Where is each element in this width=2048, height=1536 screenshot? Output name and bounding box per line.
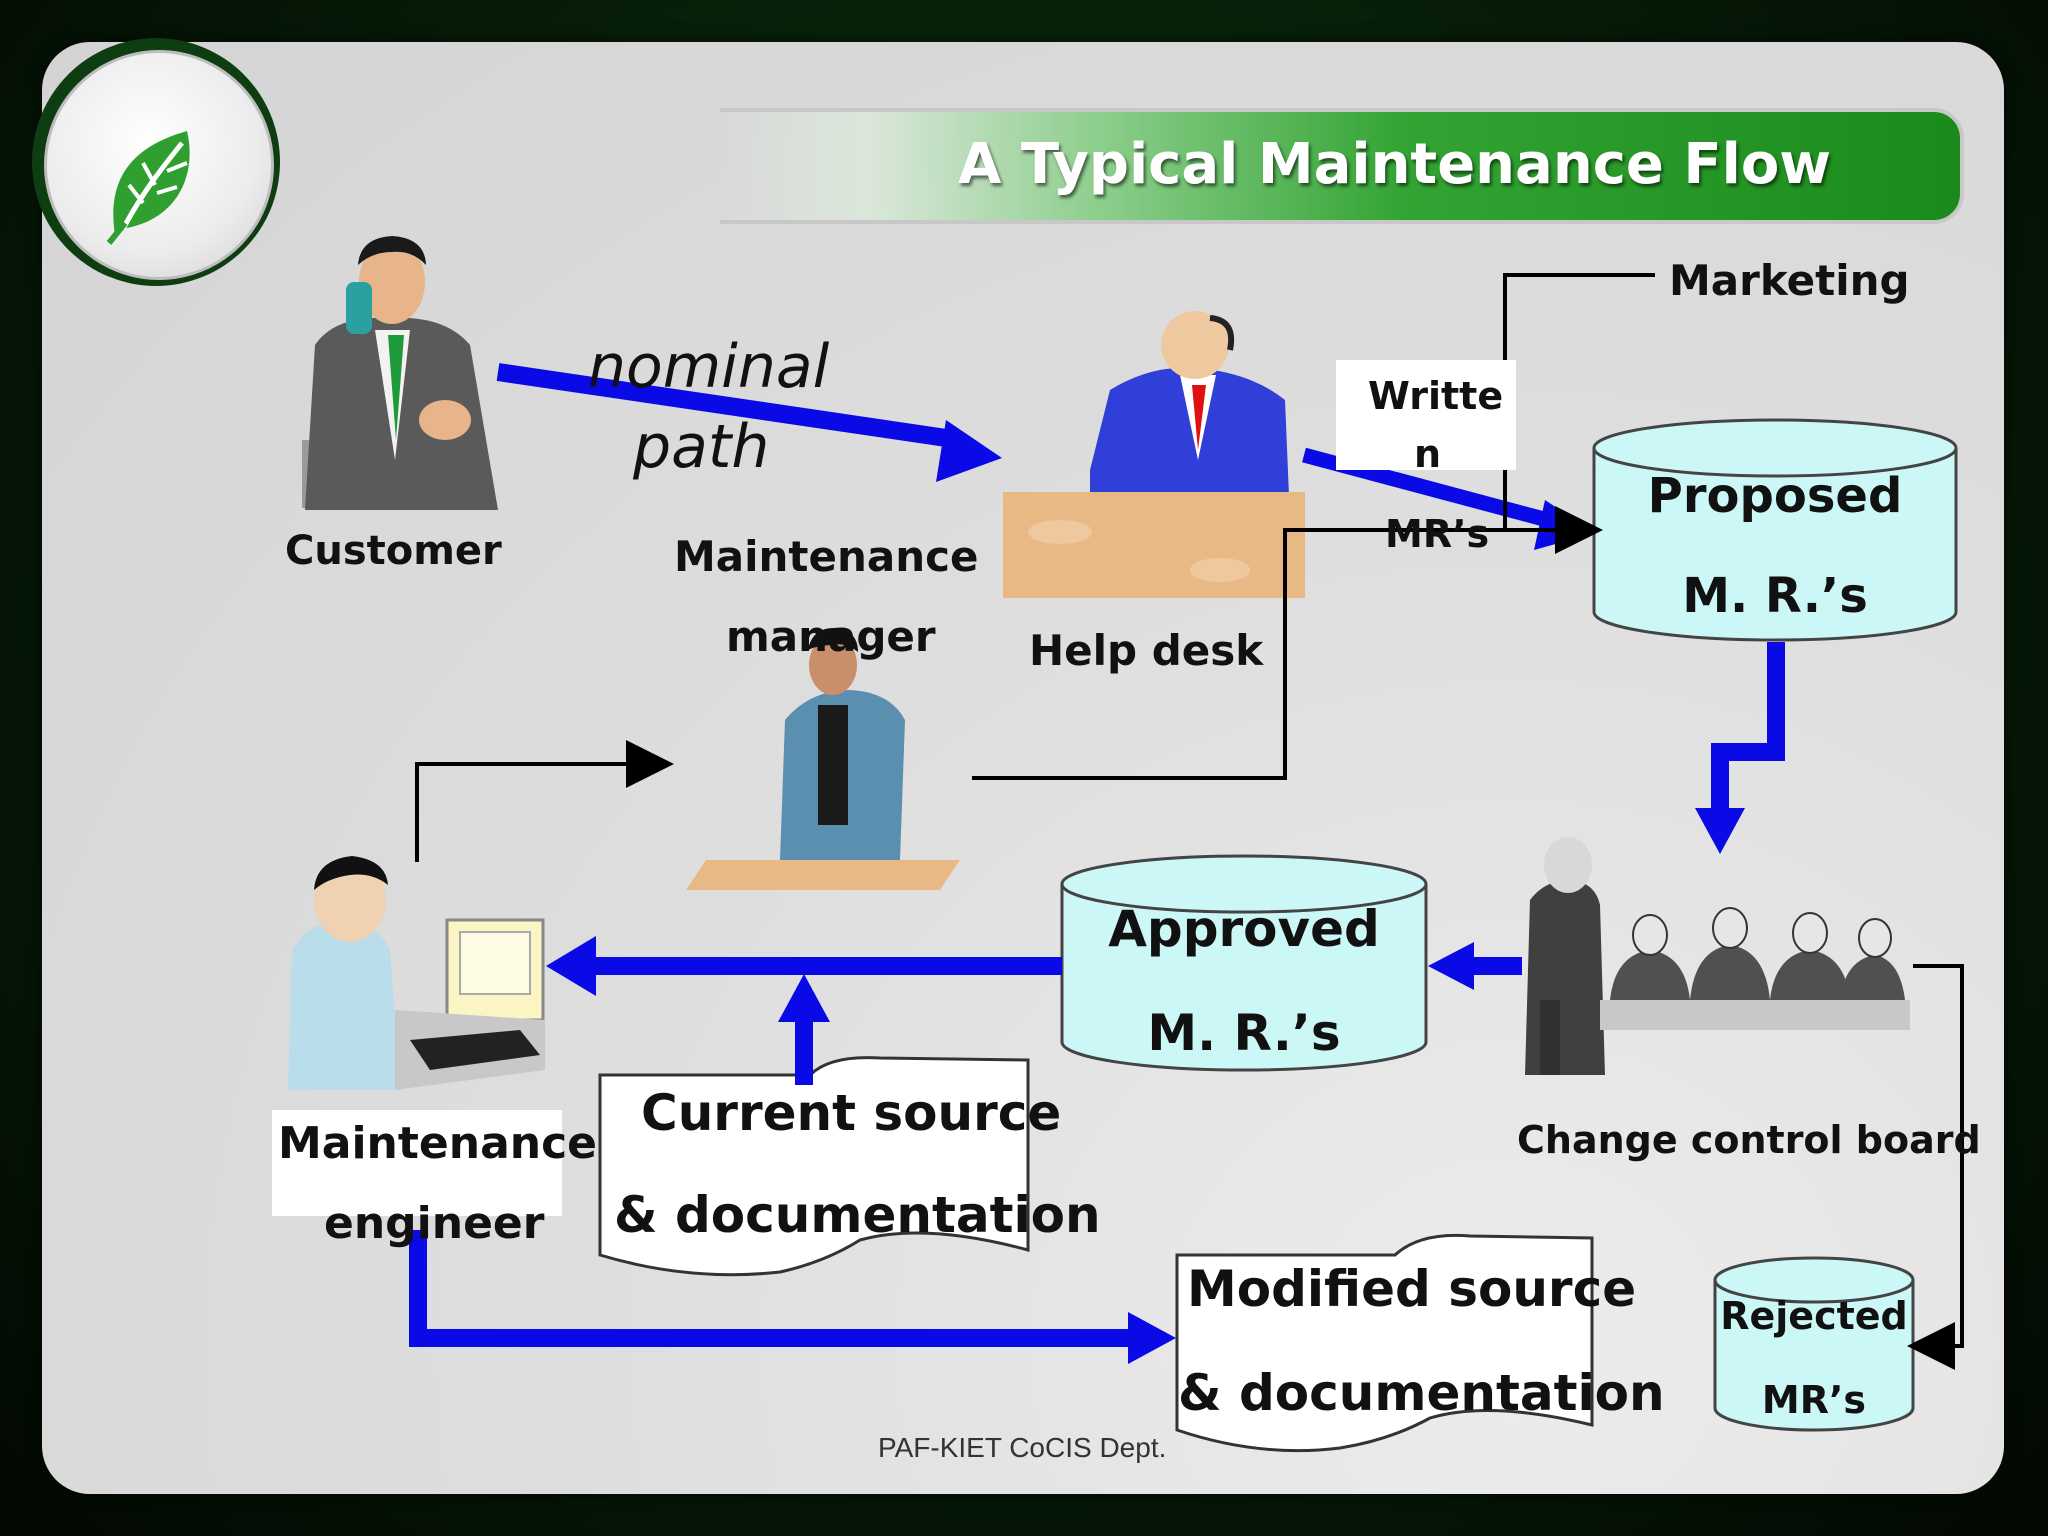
slide-title: A Typical Maintenance Flow [958,132,1832,197]
approved-mrs-cylinder [1060,854,1428,1072]
ccb-to-rejected-line [1907,964,1964,1370]
written-mrs-label-line1: Writte [1368,374,1504,418]
maintenance-engineer-label-line2: engineer [324,1198,545,1249]
rejected-mrs-label-line2: MR’s [1761,1378,1867,1422]
proposed-mrs-label-line2: M. R.’s [1682,568,1868,624]
footer-text: PAF-KIET CoCIS Dept. [878,1432,1167,1463]
manager-connector-line [972,528,1505,780]
engineer-to-modified-arrow [409,1230,1176,1364]
written-mrs-box [1336,360,1516,470]
ccb-to-approved-arrow [1428,942,1522,990]
proposed-to-ccb-arrow [1695,642,1785,854]
marketing-label: Marketing [1669,256,1910,305]
current-source-to-flow-arrow [778,974,830,1085]
modified-source-label-line2: & documentation [1178,1364,1665,1422]
nominal-path-label-line1: nominal [588,332,830,402]
rejected-mrs-label-line1: Rejected [1720,1294,1908,1338]
help-desk-label: Help desk [1029,626,1264,675]
nominal-path-arrow [496,363,1002,482]
modified-source-document [1175,1233,1594,1453]
title-bar [720,108,1964,224]
engineer-to-manager-line [415,740,674,862]
maintenance-engineer-label-line1: Maintenance [278,1118,598,1169]
customer-phone-figure-icon [302,236,498,510]
approved-mrs-label-line1: Approved [1108,900,1380,958]
approved-mrs-label-line2: M. R.’s [1147,1004,1341,1062]
logo [44,50,274,280]
written-mrs-label-line3: MR’s [1385,512,1490,556]
customer-label: Customer [285,528,502,574]
proposed-mrs-cylinder [1592,418,1958,642]
maintenance-manager-label-line1: Maintenance [674,532,979,581]
help-desk-figure-icon [1003,311,1305,598]
written-mrs-label-line2: n [1414,432,1442,476]
current-source-label-line1: Current source [641,1084,1062,1142]
approved-to-engineer-arrow [546,936,1062,996]
rejected-mrs-cylinder [1713,1256,1915,1432]
committee-figure-icon [1525,837,1910,1075]
engineer-computer-figure-icon [288,856,545,1090]
modified-source-label-line1: Modified source [1187,1260,1637,1318]
manager-figure-icon [686,628,960,890]
current-source-label-line2: & documentation [614,1186,1101,1244]
current-source-document [598,1056,1030,1277]
leaf-logo-icon [106,131,190,245]
maintenance-engineer-box [272,1110,562,1216]
maintenance-manager-label-line2: manager [726,612,936,661]
change-control-board-label: Change control board [1517,1118,1981,1162]
proposed-mrs-label-line1: Proposed [1647,468,1903,524]
nominal-path-label-line2: path [633,412,770,482]
